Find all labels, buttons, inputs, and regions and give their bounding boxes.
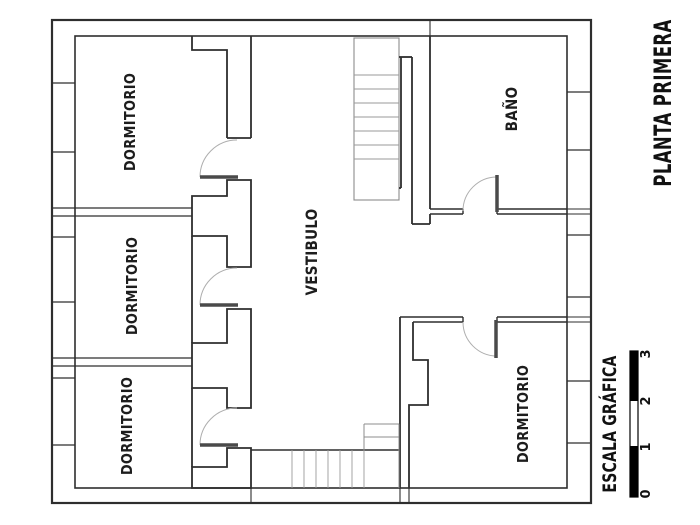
stairs-upper <box>353 37 431 225</box>
wall-join-stubs <box>250 20 591 503</box>
bath-south-wall-right <box>496 208 567 215</box>
scale-bar <box>629 350 639 498</box>
door-bedroom1 <box>199 139 238 179</box>
dividing-wall-bed1-bed2 <box>52 207 192 217</box>
door-pillar-1 <box>191 179 252 268</box>
inner-wall-face <box>74 35 568 489</box>
stairs-upper-treads <box>354 74 399 160</box>
label-bath: BAÑO <box>503 87 521 132</box>
bath-south-wall-left <box>430 208 464 215</box>
right-wall-ticks <box>567 91 591 444</box>
stairs-upper-outline <box>353 37 400 201</box>
graphic-scale: ESCALA GRÁFICA 0 1 2 3 <box>599 349 654 498</box>
door-bedroom3 <box>199 407 238 447</box>
door-bedroom2 <box>199 267 238 307</box>
label-bedroom-bottom-right: DORMITORIO <box>515 365 532 463</box>
room-labels: DORMITORIO DORMITORIO DORMITORIO VESTIBU… <box>119 73 532 475</box>
door-bedroom4 <box>462 320 498 358</box>
scale-tick-0: 0 <box>639 489 654 498</box>
plan-title: PLANTA PRIMERA <box>649 19 677 186</box>
door-bath <box>462 175 499 212</box>
scale-tick-labels: 0 1 2 3 <box>639 349 654 498</box>
left-wall-ticks <box>52 82 75 446</box>
exterior-walls <box>50 18 593 505</box>
label-bedroom-bottom-left: DORMITORIO <box>119 377 136 475</box>
scale-tick-2: 2 <box>639 396 654 405</box>
stairs-lower-landing <box>363 423 400 488</box>
dividing-wall-bed2-bed3 <box>52 357 192 367</box>
stairs-lower-treads <box>291 450 365 488</box>
bedroom1-right-wall <box>191 36 228 138</box>
stairs-lower <box>251 423 400 488</box>
scale-bar-segment-1-0 <box>630 446 638 497</box>
bedroom4-north-wall-right <box>496 316 567 323</box>
door-pillar-3 <box>191 447 252 489</box>
bedroom4-walls <box>399 316 567 488</box>
label-bedroom-mid-left: DORMITORIO <box>124 237 141 335</box>
scale-tick-3: 3 <box>639 349 654 358</box>
door-pillar-2 <box>191 308 252 409</box>
scale-tick-1: 1 <box>639 442 654 451</box>
scale-bar-segment-3-2 <box>630 351 638 401</box>
label-bedroom-top-left: DORMITORIO <box>122 73 139 171</box>
scale-title: ESCALA GRÁFICA <box>599 355 621 492</box>
bedroom4-north-wall-left <box>400 316 464 323</box>
outer-wall-outline <box>50 18 593 505</box>
doors <box>199 139 499 447</box>
left-bedroom-walls <box>52 36 252 489</box>
label-hall: VESTIBULO <box>303 208 321 295</box>
stairwell-wall <box>399 56 431 225</box>
bedroom4-west-wall-inner <box>408 322 429 488</box>
